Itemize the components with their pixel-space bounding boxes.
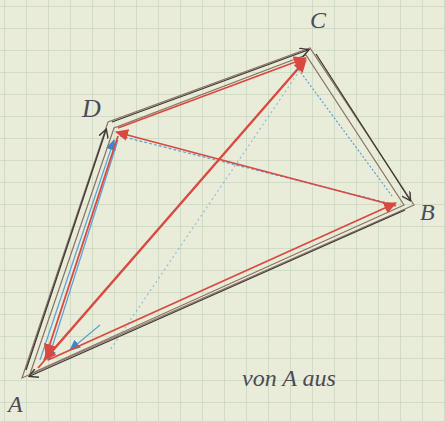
blue-arrows [40,66,392,360]
red-arrows [38,58,396,368]
note-text: von A aus [242,366,336,390]
side-arrows [26,50,410,376]
vertex-label: A [8,392,23,416]
vertex-label: C [310,8,326,32]
vertex-label: B [420,200,435,224]
vertex-label: D [82,96,101,122]
quadrilateral [22,48,414,378]
